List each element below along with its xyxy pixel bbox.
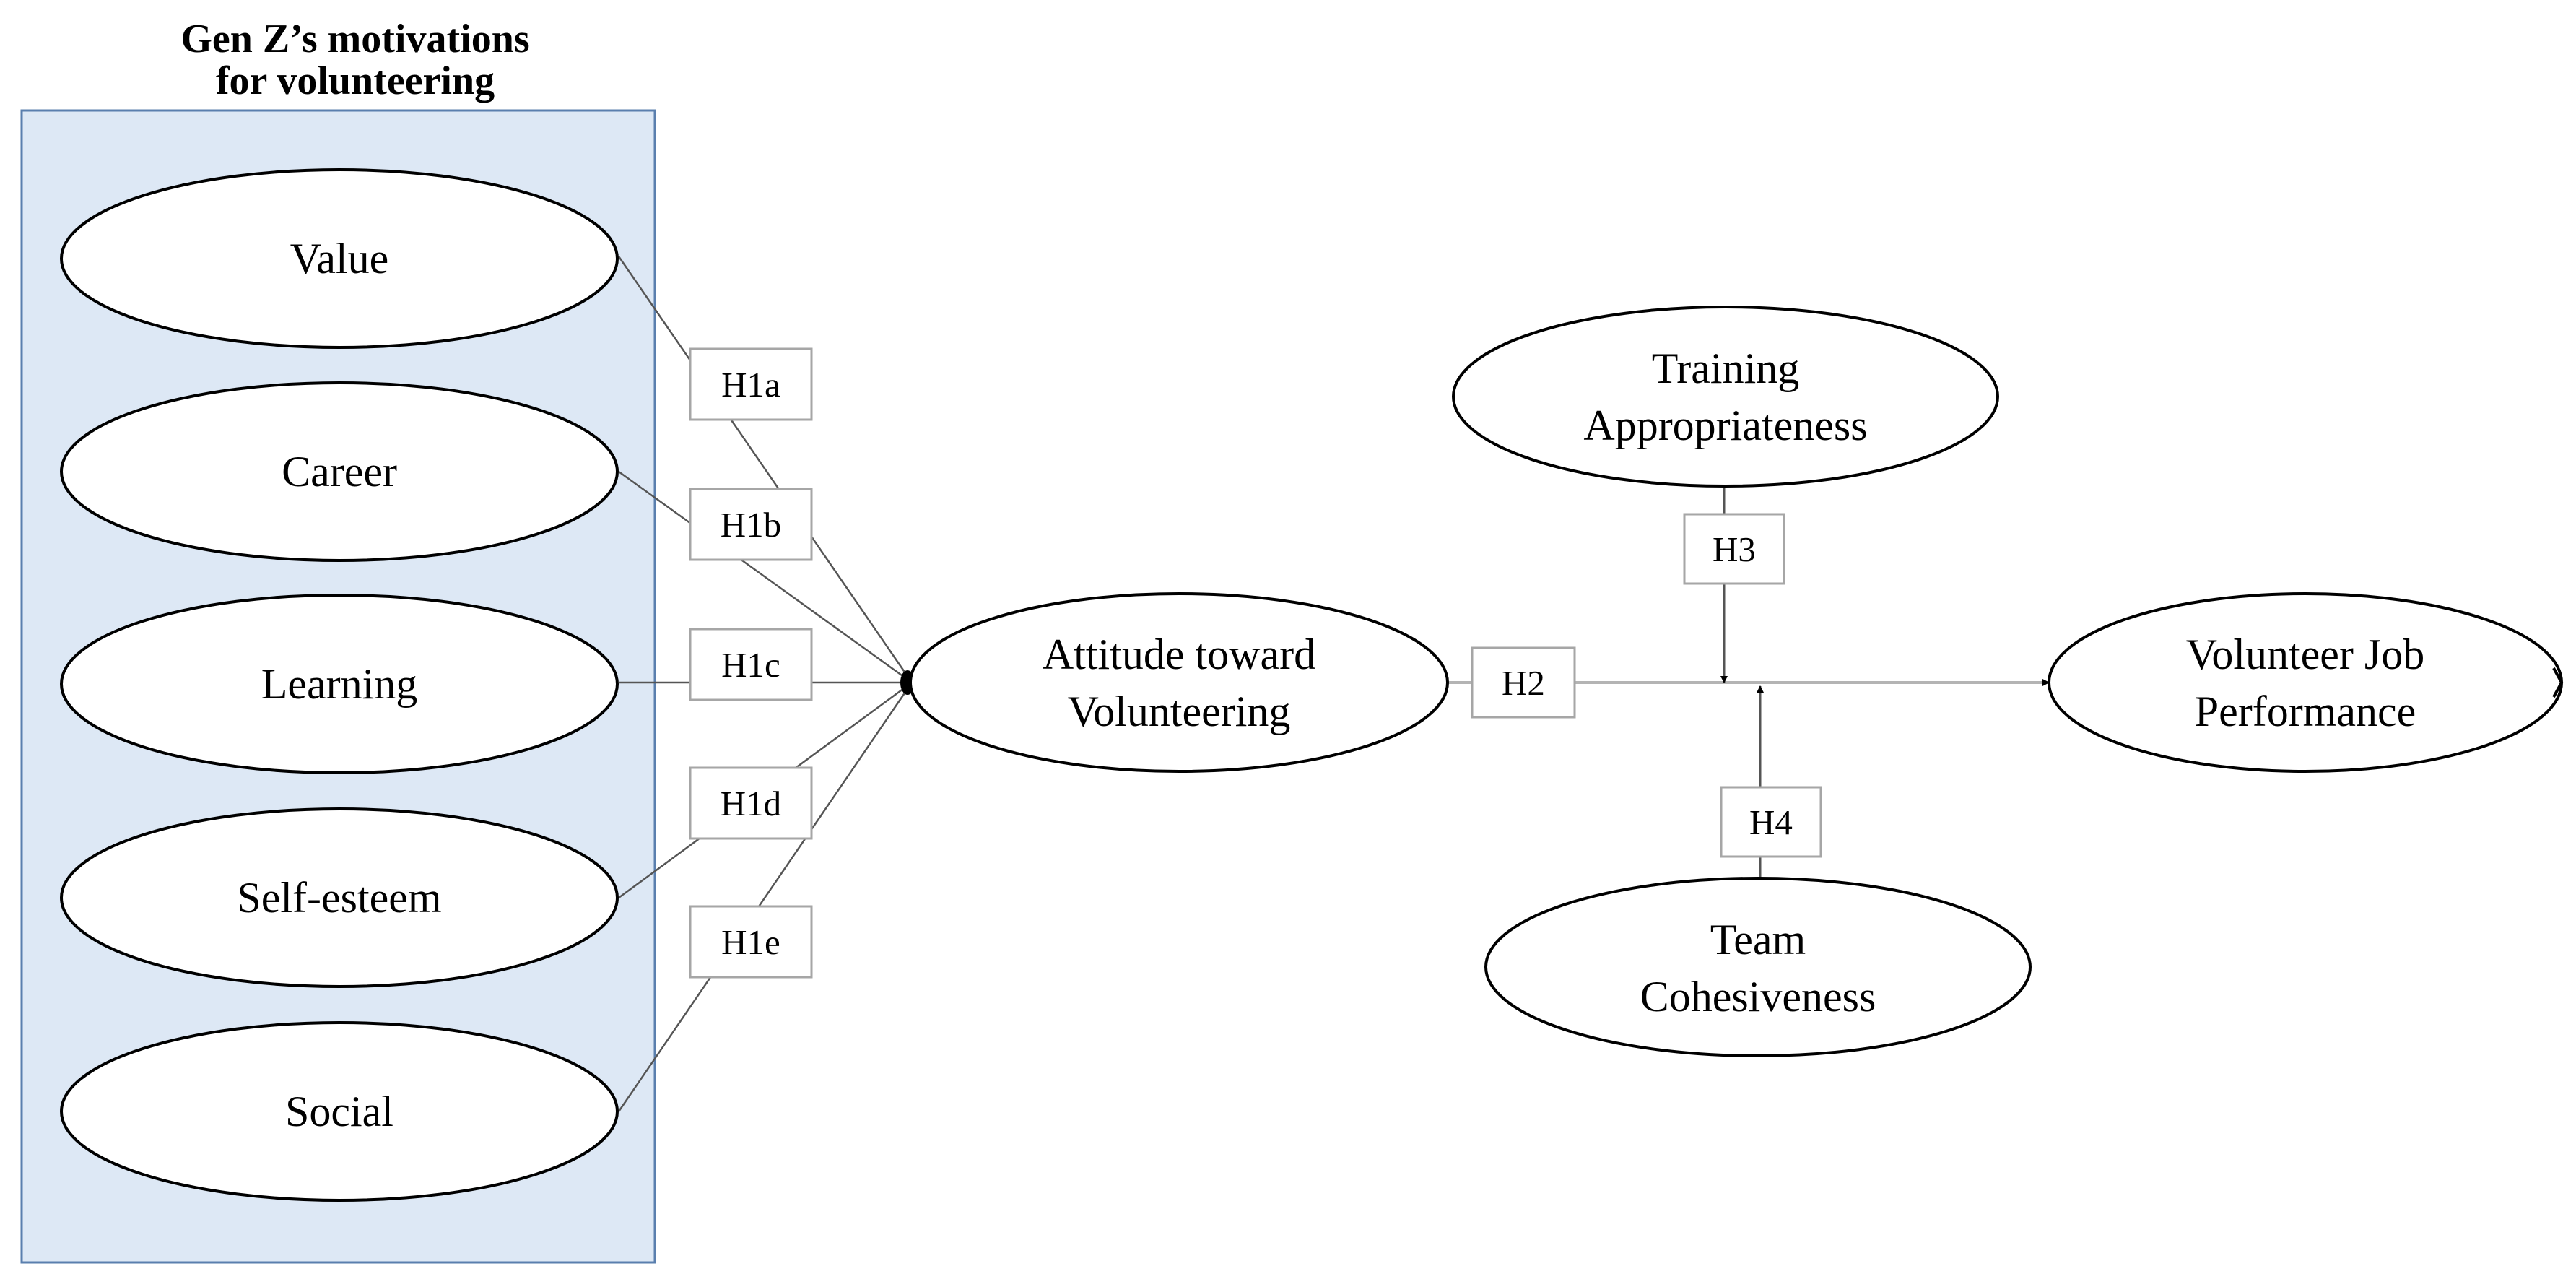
motivation-node-career: Career — [60, 381, 619, 562]
hypothesis-box — [689, 488, 813, 561]
hypothesis-h1c: H1c — [689, 628, 813, 701]
hypothesis-label: H4 — [1749, 802, 1793, 842]
group-title-line2: for volunteering — [216, 58, 495, 103]
performance-label-line2: Performance — [2195, 688, 2416, 735]
hypothesis-label: H1b — [721, 505, 781, 545]
cohesiveness-ellipse — [1484, 877, 2032, 1057]
attitude-label-line1: Attitude toward — [1043, 630, 1315, 678]
hypothesis-h3: H3 — [1683, 513, 1785, 585]
training-node: Training Appropriateness — [1452, 306, 1999, 488]
attitude-label-line2: Volunteering — [1068, 688, 1291, 735]
motivation-label: Social — [285, 1088, 393, 1135]
hypothesis-box — [1471, 646, 1576, 719]
h1-connectors — [617, 256, 913, 1112]
hypothesis-box — [689, 905, 813, 979]
hypothesis-box — [689, 628, 813, 701]
hypothesis-h2: H2 — [1471, 646, 1576, 719]
hypothesis-box — [689, 766, 813, 840]
motivation-ellipse — [60, 168, 619, 349]
hypothesis-label: H1c — [721, 645, 780, 685]
cohesiveness-node: Team Cohesiveness — [1484, 877, 2032, 1057]
hypothesis-label: H1d — [721, 784, 781, 823]
cohesiveness-label-line1: Team — [1710, 916, 1806, 963]
motivation-label: Learning — [261, 660, 418, 708]
performance-right-edge-mark — [2552, 667, 2564, 698]
motivation-node-learning: Learning — [60, 594, 619, 774]
connector-career — [618, 470, 913, 684]
attitude-ellipse — [909, 592, 1449, 773]
hypothesis-h4: H4 — [1720, 786, 1822, 858]
performance-label-line1: Volunteer Job — [2186, 630, 2425, 678]
motivation-ellipse — [60, 807, 619, 988]
cohesiveness-label-line2: Cohesiveness — [1640, 973, 1876, 1020]
training-ellipse — [1452, 306, 1999, 488]
hypothesis-h1e: H1e — [689, 905, 813, 979]
motivation-label: Self-esteem — [237, 874, 441, 922]
motivation-ellipse — [60, 594, 619, 774]
hypothesis-label: H1e — [721, 922, 780, 962]
connector-value — [617, 256, 913, 683]
hypothesis-label: H1a — [721, 365, 780, 404]
motivation-ellipse — [60, 1021, 619, 1202]
motivation-node-value: Value — [60, 168, 619, 349]
connector-social — [617, 682, 913, 1112]
group-title-line1: Gen Z’s motivations — [180, 17, 529, 61]
attitude-node: Attitude toward Volunteering — [909, 592, 1449, 773]
hypothesis-h1b: H1b — [689, 488, 813, 561]
hypothesis-box — [1720, 786, 1822, 858]
motivation-node-self-esteem: Self-esteem — [60, 807, 619, 988]
motivation-label: Career — [282, 448, 397, 495]
hypothesis-box — [689, 347, 813, 421]
training-label-line2: Appropriateness — [1583, 402, 1867, 449]
motivation-node-social: Social — [60, 1021, 619, 1202]
training-label-line1: Training — [1652, 344, 1800, 392]
hypothesis-label: H3 — [1713, 529, 1756, 569]
hypothesis-h1d: H1d — [689, 766, 813, 840]
performance-ellipse — [2048, 592, 2563, 773]
hypothesis-label: H2 — [1502, 663, 1545, 703]
hypothesis-box — [1683, 513, 1785, 585]
hypothesis-h1a: H1a — [689, 347, 813, 421]
motivation-ellipse — [60, 381, 619, 562]
performance-node: Volunteer Job Performance — [2048, 592, 2563, 773]
motivation-label: Value — [290, 235, 389, 282]
